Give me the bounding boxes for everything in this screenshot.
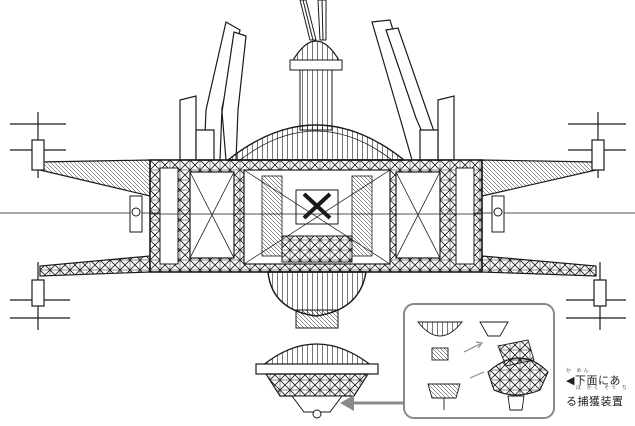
caption-ruby-1: か めん xyxy=(566,368,591,374)
lower-gondola xyxy=(255,271,379,419)
caption-line-1: ◀下面にあ xyxy=(566,374,621,387)
side-engines xyxy=(129,195,505,233)
main-truss-body xyxy=(149,159,483,273)
upper-outriggers xyxy=(10,112,626,197)
tail-fins xyxy=(179,19,455,161)
callout-arrow xyxy=(340,395,404,411)
capture-device-caption: か めん ◀下面にあ ほ かく そう ち る捕獲装置 xyxy=(566,368,634,408)
capture-device-inset xyxy=(403,303,555,419)
central-dome xyxy=(225,40,407,161)
caption-ruby-2: ほ かく そう ち xyxy=(576,385,629,391)
lower-outriggers xyxy=(10,255,626,330)
caption-line-2: る捕獲装置 xyxy=(566,395,624,408)
central-mast xyxy=(299,0,327,41)
